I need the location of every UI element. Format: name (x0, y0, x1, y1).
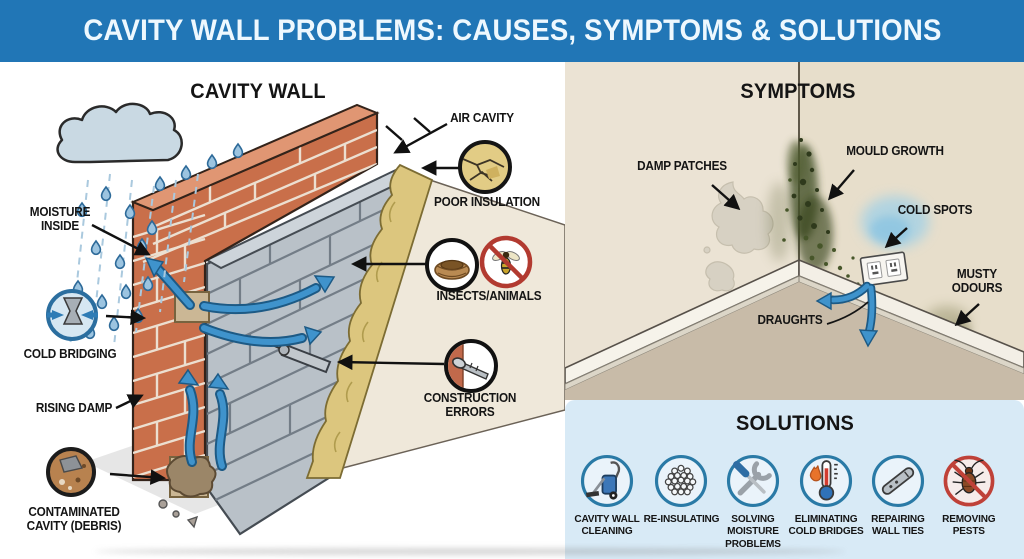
label-moisture-inside: MOISTURE INSIDE (29, 205, 91, 233)
label-cold-spots: COLD SPOTS (897, 203, 973, 217)
solution-label: RE-INSULATING (643, 513, 719, 525)
poor-insulation-icon (458, 140, 512, 194)
solution-cavity-wall-cleaning: CAVITY WALL CLEANING (561, 452, 653, 538)
solution-label: REPAIRING WALL TIES (871, 513, 925, 538)
mould-growth (767, 138, 860, 286)
solution-eliminating-cold-bridges: ELIMINATING COLD BRIDGES (780, 452, 872, 538)
solution-repairing-wall-ties: REPAIRING WALL TIES (852, 452, 944, 538)
page-title: CAVITY WALL PROBLEMS: CAUSES, SYMPTOMS &… (82, 14, 942, 47)
cavity-wall-diagram (46, 102, 565, 536)
symptom-arrows (711, 169, 980, 327)
airflow-arrows (144, 256, 336, 471)
no-wasp-icon (479, 235, 533, 289)
label-cold-bridging: COLD BRIDGING (23, 347, 117, 361)
solution-removing-pests: REMOVING PESTS (923, 452, 1015, 538)
label-air-cavity: AIR CAVITY (450, 111, 514, 125)
cavity-wall-title: CAVITY WALL (190, 80, 326, 103)
insulation-beads-icon (654, 454, 708, 508)
label-insects-animals: INSECTS/ANIMALS (436, 289, 542, 303)
label-damp-patches: DAMP PATCHES (637, 159, 727, 173)
symptoms-scene (565, 62, 1024, 400)
symptoms-title: SYMPTOMS (740, 80, 856, 103)
draught-arrows (815, 281, 879, 348)
bottom-shadow (95, 548, 845, 555)
thermometer-flame-icon (799, 454, 853, 508)
construction-error-screw-icon (444, 339, 498, 393)
label-rising-damp: RISING DAMP (35, 401, 113, 415)
cavity-debris (158, 455, 217, 529)
solutions-title: SOLUTIONS (735, 412, 855, 435)
crossed-tools-icon (726, 454, 780, 508)
solution-label: REMOVING PESTS (942, 513, 996, 538)
floor (565, 282, 1024, 400)
cold-bridging-icon (46, 289, 98, 341)
raindrops (72, 143, 244, 340)
left-wall (565, 62, 799, 368)
label-draughts: DRAUGHTS (757, 313, 823, 327)
label-construction-errors: CONSTRUCTION ERRORS (423, 391, 517, 419)
wall-tie-icon (871, 454, 925, 508)
bird-nest-icon (425, 238, 479, 292)
rain-cloud-icon (56, 102, 244, 348)
solution-label: CAVITY WALL CLEANING (574, 513, 640, 538)
solution-label: ELIMINATING COLD BRIDGES (788, 513, 864, 538)
label-musty-odours: MUSTY ODOURS (951, 267, 1003, 295)
skirting-boards (565, 258, 1024, 391)
draughts-pointer (826, 301, 869, 325)
solution-re-insulating: RE-INSULATING (635, 452, 727, 525)
label-mould-growth: MOULD GROWTH (846, 144, 944, 158)
label-poor-insulation: POOR INSULATION (434, 195, 540, 209)
electrical-socket (859, 251, 909, 287)
solution-label: SOLVING MOISTURE PROBLEMS (725, 513, 781, 550)
solution-solving-moisture: SOLVING MOISTURE PROBLEMS (707, 452, 799, 550)
header-banner: CAVITY WALL PROBLEMS: CAUSES, SYMPTOMS &… (0, 0, 1024, 62)
contaminated-cavity-icon (46, 447, 96, 497)
vacuum-icon (580, 454, 634, 508)
no-pests-icon (943, 455, 995, 507)
label-contaminated-cavity: CONTAMINATED CAVITY (DEBRIS) (26, 505, 122, 533)
callout-arrows (91, 117, 460, 485)
